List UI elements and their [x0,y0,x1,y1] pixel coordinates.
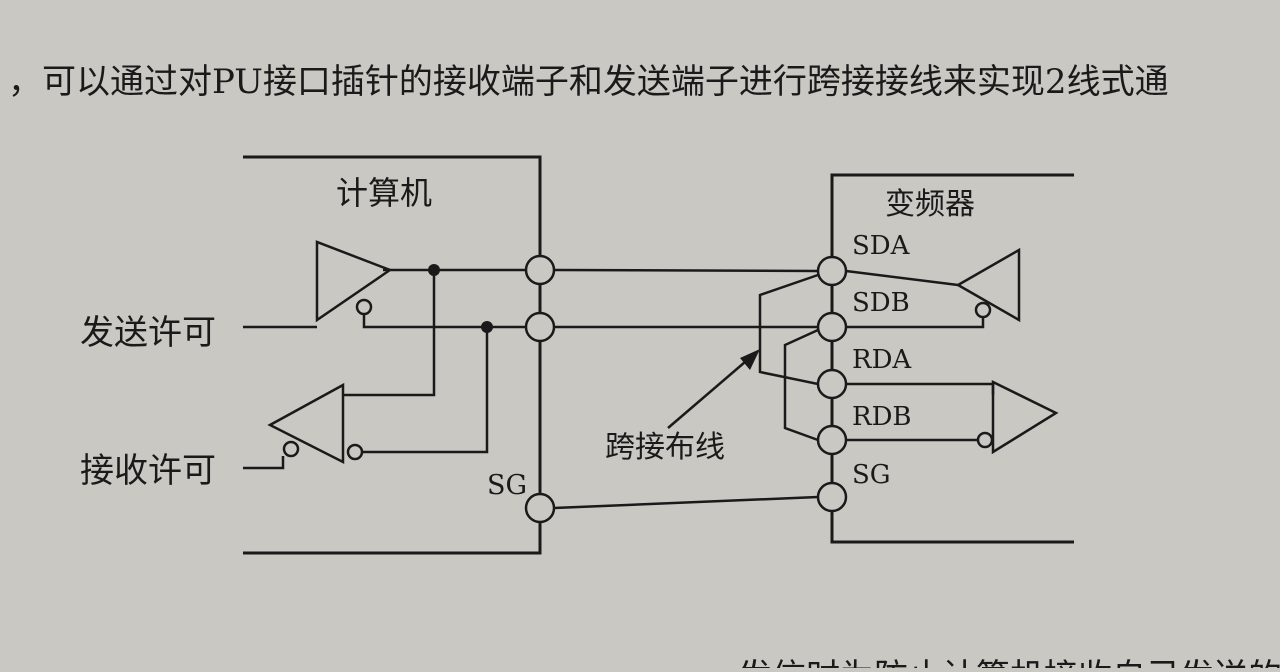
inverter-terminal-sdb [816,311,848,343]
bottom-caption-fragment: 发信时为防止计算机接收自己发送的信 [738,657,1280,668]
inverter-terminal-sda [816,255,848,287]
computer-branch-a [343,270,436,397]
computer-line-b [362,314,527,329]
inverter-send-bubble-icon [974,301,992,319]
inverter-receive-driver-icon [991,379,1059,455]
send-driver-inverted-output-icon [355,298,373,316]
computer-title: 计算机 [336,174,432,212]
cable-sg [553,495,819,510]
jumper-wire-sda-rda [758,273,819,386]
junction-dot-b [481,321,493,333]
inverter-terminal-rda [816,368,848,400]
rda-label: RDA [852,345,912,375]
jumper-arrow-head-icon [740,349,760,370]
jumper-arrow-line [667,355,753,429]
rdb-label: RDB [852,402,912,432]
receive-driver-enable-bubble-icon [282,440,300,458]
computer-boundary [243,155,542,555]
receive-driver-inverted-input-icon [346,443,364,461]
computer-terminal-sg [524,492,556,524]
inverter-send-wire-a [845,269,959,287]
jumper-wiring-label: 跨接布线 [605,430,725,465]
receive-driver-icon [267,382,345,465]
inverter-sg-label: SG [852,460,891,490]
send-driver-icon [315,240,393,323]
computer-sg-label: SG [487,470,527,501]
inverter-terminal-rdb [816,424,848,456]
computer-branch-b [362,327,489,454]
inverter-terminal-sg [816,481,848,513]
computer-terminal-a [524,254,556,286]
inverter-receive-wire-a [846,382,995,395]
top-caption: ，可以通过对PU接口插针的接收端子和发送端子进行跨接接线来实现2线式通 [8,62,1169,102]
junction-dot-a [428,264,440,276]
receive-enable-label: 接收许可 [80,451,216,491]
inverter-boundary [830,173,1074,544]
send-enable-label: 发送许可 [80,313,216,353]
computer-terminal-b [524,311,556,343]
inverter-send-driver-icon [955,247,1021,323]
jumper-wire-sdb-rdb [783,328,819,442]
receive-enable-wire [243,456,285,470]
inverter-receive-bubble-icon [976,431,994,449]
sdb-label: SDB [852,288,910,318]
cable-a [553,268,819,273]
inverter-send-wire-b [846,317,985,329]
sda-label: SDA [852,231,911,261]
inverter-title: 变频器 [885,187,975,222]
